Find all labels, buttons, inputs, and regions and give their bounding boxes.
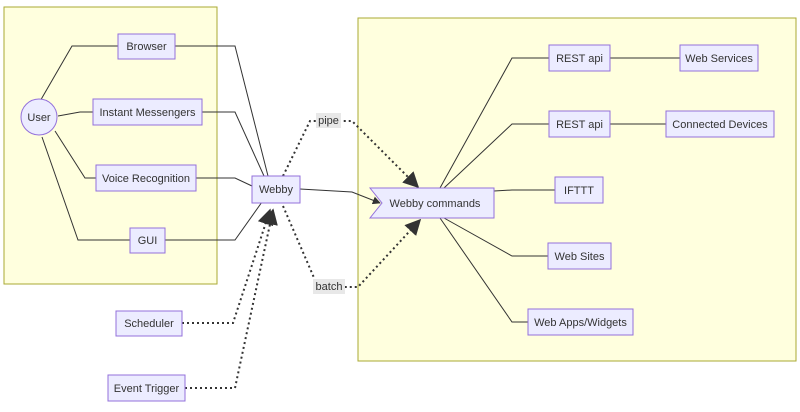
edge-user-browser [38, 45, 118, 104]
edge-im-webby [202, 111, 265, 177]
node-event-trigger: Event Trigger [107, 374, 186, 402]
node-user-label: User [27, 112, 51, 124]
pipe-label-bg [316, 113, 341, 128]
node-scheduler: Scheduler [115, 310, 183, 337]
node-browser-label: Browser [126, 41, 167, 53]
node-commands-label: Webby commands [390, 198, 481, 210]
node-im-label: Instant Messengers [100, 107, 196, 119]
batch-label: batch [316, 281, 343, 293]
edge-user-voice [54, 130, 96, 179]
node-web-sites: Web Sites [547, 242, 612, 270]
edge-webby-commands [299, 188, 381, 205]
edge-user-gui [41, 136, 130, 241]
node-instant-messengers: Instant Messengers [92, 98, 203, 126]
input-cluster [3, 6, 218, 285]
node-webapps-label: Web Apps/Widgets [534, 317, 627, 329]
edge-commands-webapps [439, 217, 528, 323]
edge-commands-rest2 [443, 123, 549, 189]
edge-scheduler-webby [182, 208, 274, 324]
node-gui-label: GUI [138, 235, 158, 247]
node-browser: Browser [117, 33, 176, 60]
edge-commands-rest1 [439, 57, 549, 189]
node-voice-label: Voice Recognition [102, 173, 190, 185]
node-event-label: Event Trigger [114, 383, 180, 395]
node-websites-label: Web Sites [555, 251, 605, 263]
batch-label-bg [313, 279, 345, 294]
node-rest1-label: REST api [556, 53, 603, 65]
node-rest2-label: REST api [556, 119, 603, 131]
node-webservices-label: Web Services [685, 53, 753, 65]
node-web-apps-widgets: Web Apps/Widgets [527, 308, 634, 336]
edge-commands-ifttt [493, 189, 555, 192]
node-devices-label: Connected Devices [672, 119, 768, 131]
edge-browser-webby [175, 45, 269, 177]
node-ifttt-label: IFTTT [564, 185, 594, 197]
edge-commands-websites [443, 217, 548, 257]
node-rest-api-1: REST api [548, 44, 611, 72]
node-webby-label: Webby [259, 184, 294, 196]
edge-voice-webby [196, 177, 253, 187]
node-scheduler-label: Scheduler [124, 318, 174, 330]
node-rest-api-2: REST api [548, 110, 611, 138]
node-ifttt: IFTTT [554, 176, 604, 204]
edge-event-webby [185, 208, 278, 389]
edge-user-im [57, 111, 93, 117]
node-user: User [20, 98, 58, 136]
node-web-services: Web Services [679, 44, 759, 72]
node-connected-devices: Connected Devices [665, 110, 775, 138]
edge-pipe [282, 120, 420, 189]
node-webby: Webby [251, 175, 301, 204]
edge-gui-webby [165, 201, 263, 241]
pipe-label: pipe [318, 115, 339, 127]
node-gui: GUI [129, 227, 166, 254]
node-webby-commands: Webby commands [368, 187, 495, 219]
node-voice-recognition: Voice Recognition [95, 164, 197, 192]
